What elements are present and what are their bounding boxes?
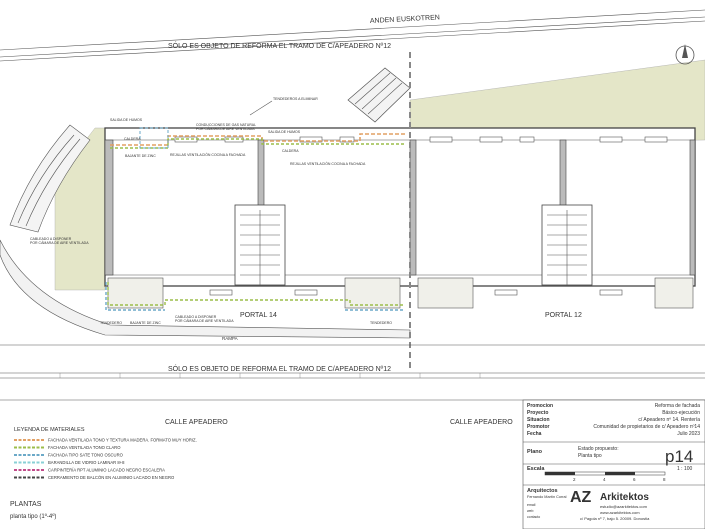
caldera-label-1: CALDERA [124,137,141,141]
top-rail: ANDEN EUSKOTREN [0,9,705,62]
legend-label: FACHADA VENTILADA TONO Y TEXTURA MADERA.… [48,438,197,443]
tendederos-eliminar-label: TENDEDEROS A ELIMINAR [273,97,318,101]
title-block-key: Fecha [527,431,542,437]
scale-value: 1 : 100 [677,466,693,472]
plantas-title: PLANTAS [10,501,42,508]
title-block-value: Julio 2023 [677,431,700,437]
firm-web: www.azarkitektos.com [600,510,640,515]
title-block-value: c/ Apeadero nº 14. Rentería [638,417,700,423]
scale-tick-label: 2 [573,477,576,482]
tendedero-label-1: TENDEDERO [100,321,122,325]
firm-name: Arkitektos [600,492,649,503]
legend-label: CERRAMIENTO DE BALCÓN EN ALUMINIO LACADO… [48,475,175,480]
contact-key-contacto: contacto [527,515,540,519]
annotations: TENDEDEROS A ELIMINAR SALIDA DE HUMOS SA… [30,97,392,325]
facade-lines [105,127,405,311]
tendedero-label-2: TENDEDERO [370,321,392,325]
top-street-label: ANDEN EUSKOTREN [370,14,440,25]
plano-value-1: Estado propuesto: [578,446,619,452]
caldera-label-2: CALDERA [282,149,299,153]
contact-key-email: email [527,503,536,507]
title-block-key: Proyecto [527,410,548,416]
sheet-number: p14 [665,447,693,466]
calle-apeadero-label-1: CALLE APEADERO [165,419,228,426]
escala-key: Escala [527,466,545,472]
scale-tick-label: 4 [603,477,606,482]
rejilla-ventilacion-label-2: REJILLAS VENTILACIÓN COCINA A FACHADA [290,161,366,166]
salida-humos-label-2: SALIDA DE HUMOS [268,130,301,134]
title-block-value: Reforma de fachada [655,403,701,409]
title-block-value: Comunidad de propietarios de c/ Apeadero… [593,424,700,430]
notice-bottom: SÓLO ES OBJETO DE REFORMA EL TRAMO DE C/… [168,364,391,373]
scale-bar [544,471,666,476]
salida-humos-label-1: SALIDA DE HUMOS [110,118,143,122]
title-block-key: Promotor [527,424,550,430]
notice-top: SÓLO ES OBJETO DE REFORMA EL TRAMO DE C/… [168,41,391,50]
plano-value-2: Planta tipo [578,453,602,459]
firm-logo: AZ [570,489,592,506]
stair-core-12 [541,204,593,286]
title-block-value: Básico-ejecución [662,410,700,416]
scale-tick-label: 6 [633,477,636,482]
legend-label: FACHADA TIPO SATE TONO OSCURO [48,453,124,458]
bajante-zinc-label-2: BAJANTE DE ZINC [130,321,161,325]
legend-label: FACHADA VENTILADA TONO CLARO [48,445,121,450]
title-block-key: Situacion [527,417,550,423]
legend-label: CARPINTERÍA RPT ALUMINIO LACADO NEGRO ES… [48,468,165,473]
arquitectos-value: Fernando Martín Corral [527,495,567,499]
portal-12-label: PORTAL 12 [545,312,582,319]
top-stair [347,67,411,123]
firm-address: c/ Pagola nº 7, bajo 5. 20009. Donostia [580,516,650,521]
title-block-key: Promocion [527,403,553,409]
scale-tick-label: 8 [663,477,666,482]
arquitectos-key: Arquitectos [527,488,558,494]
building-walls [104,127,696,287]
firm-email: estudio@azarkitektos.com [600,504,648,509]
bottom-balconies [107,277,694,309]
plano-key: Plano [527,449,543,455]
legend-title: LEYENDA DE MATERIALES [14,427,85,433]
contact-key-web: web [527,509,533,513]
calle-apeadero-label-2: CALLE APEADERO [450,419,513,426]
portal-14-label: PORTAL 14 [240,312,277,319]
legend-label: BARANDILLA DE VIDRIO LAMINAR 8+8 [48,460,125,465]
plantas-subtitle: planta tipo (1º-4º) [10,513,56,520]
bajante-zinc-label-1: BAJANTE DE ZINC [125,154,156,158]
north-arrow-icon [675,44,695,65]
rampa-label: RAMPA [222,336,238,341]
rejilla-ventilacion-label-1: REJILLAS VENTILACIÓN COCINA A FACHADA [170,152,246,157]
legend: LEYENDA DE MATERIALES FACHADA VENTILADA … [14,427,197,480]
stair-core-14 [234,204,286,286]
